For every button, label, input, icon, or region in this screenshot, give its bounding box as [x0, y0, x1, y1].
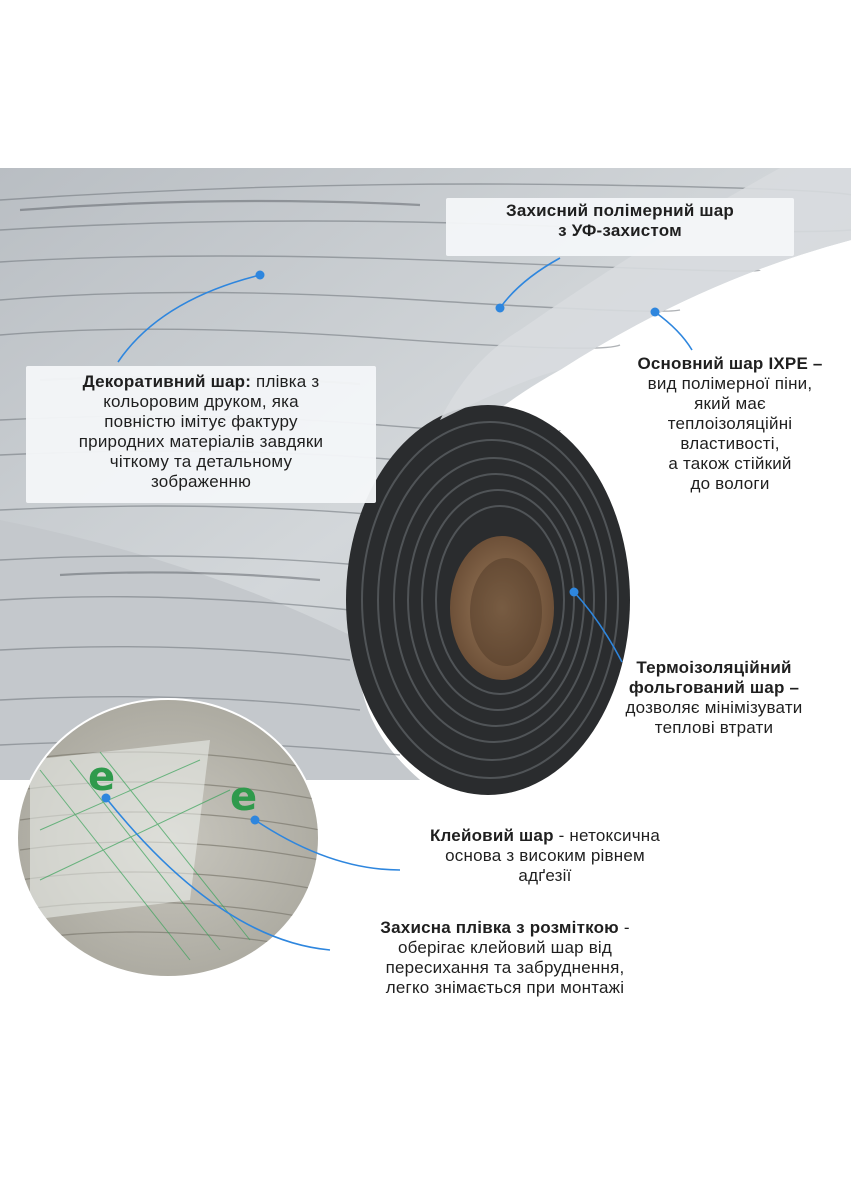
ixpe-line: властивості, [680, 434, 780, 453]
label-adhesive-layer: Клейовий шар - нетоксична основа з висок… [390, 826, 700, 886]
label-protective-layer: Захисний полімерний шар з УФ-захистом [446, 198, 794, 256]
label-decorative-layer: Декоративний шар: плівка з кольоровим др… [26, 366, 376, 503]
film-title: Захисна плівка з розміткою [380, 918, 619, 937]
adhesive-line: основа з високим рівнем [445, 846, 645, 865]
decor-line: зображенню [150, 472, 252, 491]
decor-line: кольоровим друком, яка [103, 392, 299, 411]
thermo-title-2: фольгований шар – [628, 678, 800, 697]
decor-line: природних матеріалів завдяки [78, 432, 324, 451]
ixpe-line: а також стійкий [668, 454, 792, 473]
thermo-line: дозволяє мінімізувати [625, 698, 803, 717]
ixpe-line: вид полімерної піни, [647, 374, 813, 393]
decor-line: плівка з [256, 372, 320, 391]
adhesive-line: адґезії [518, 866, 572, 885]
ixpe-title: Основний шар IXPE – [637, 354, 823, 373]
ixpe-line: до вологи [690, 474, 770, 493]
film-line: - [623, 918, 630, 937]
decor-line: чіткому та детальному [109, 452, 293, 471]
callout-dots [101, 270, 660, 825]
ixpe-line: який має [694, 394, 766, 413]
adhesive-title: Клейовий шар [429, 826, 554, 845]
label-thermal-layer: Термоізоляційний фольгований шар – дозво… [586, 658, 842, 738]
thermo-line: теплові втрати [654, 718, 774, 737]
protective-title: Захисний полімерний шар [505, 201, 735, 220]
roll-core [450, 536, 554, 680]
adhesive-detail-inset: e e [16, 698, 320, 978]
decor-title: Декоративний шар: [82, 372, 252, 391]
film-line: пересихання та забруднення, [385, 958, 625, 977]
film-line: оберігає клейовий шар від [397, 938, 613, 957]
thermo-title-1: Термоізоляційний [636, 658, 792, 677]
ixpe-line: теплоізоляційні [667, 414, 793, 433]
svg-text:e: e [88, 754, 115, 800]
decor-line: повністю імітує фактуру [104, 412, 298, 431]
svg-text:e: e [230, 774, 257, 820]
callout-lines [105, 257, 693, 951]
label-protective-film: Захисна плівка з розміткою - оберігає кл… [340, 918, 670, 998]
film-line: легко знімається при монтажі [385, 978, 625, 997]
adhesive-line: - нетоксична [558, 826, 661, 845]
protective-line2: з УФ-захистом [558, 221, 682, 240]
label-ixpe-layer: Основний шар IXPE – вид полімерної піни,… [614, 354, 846, 494]
